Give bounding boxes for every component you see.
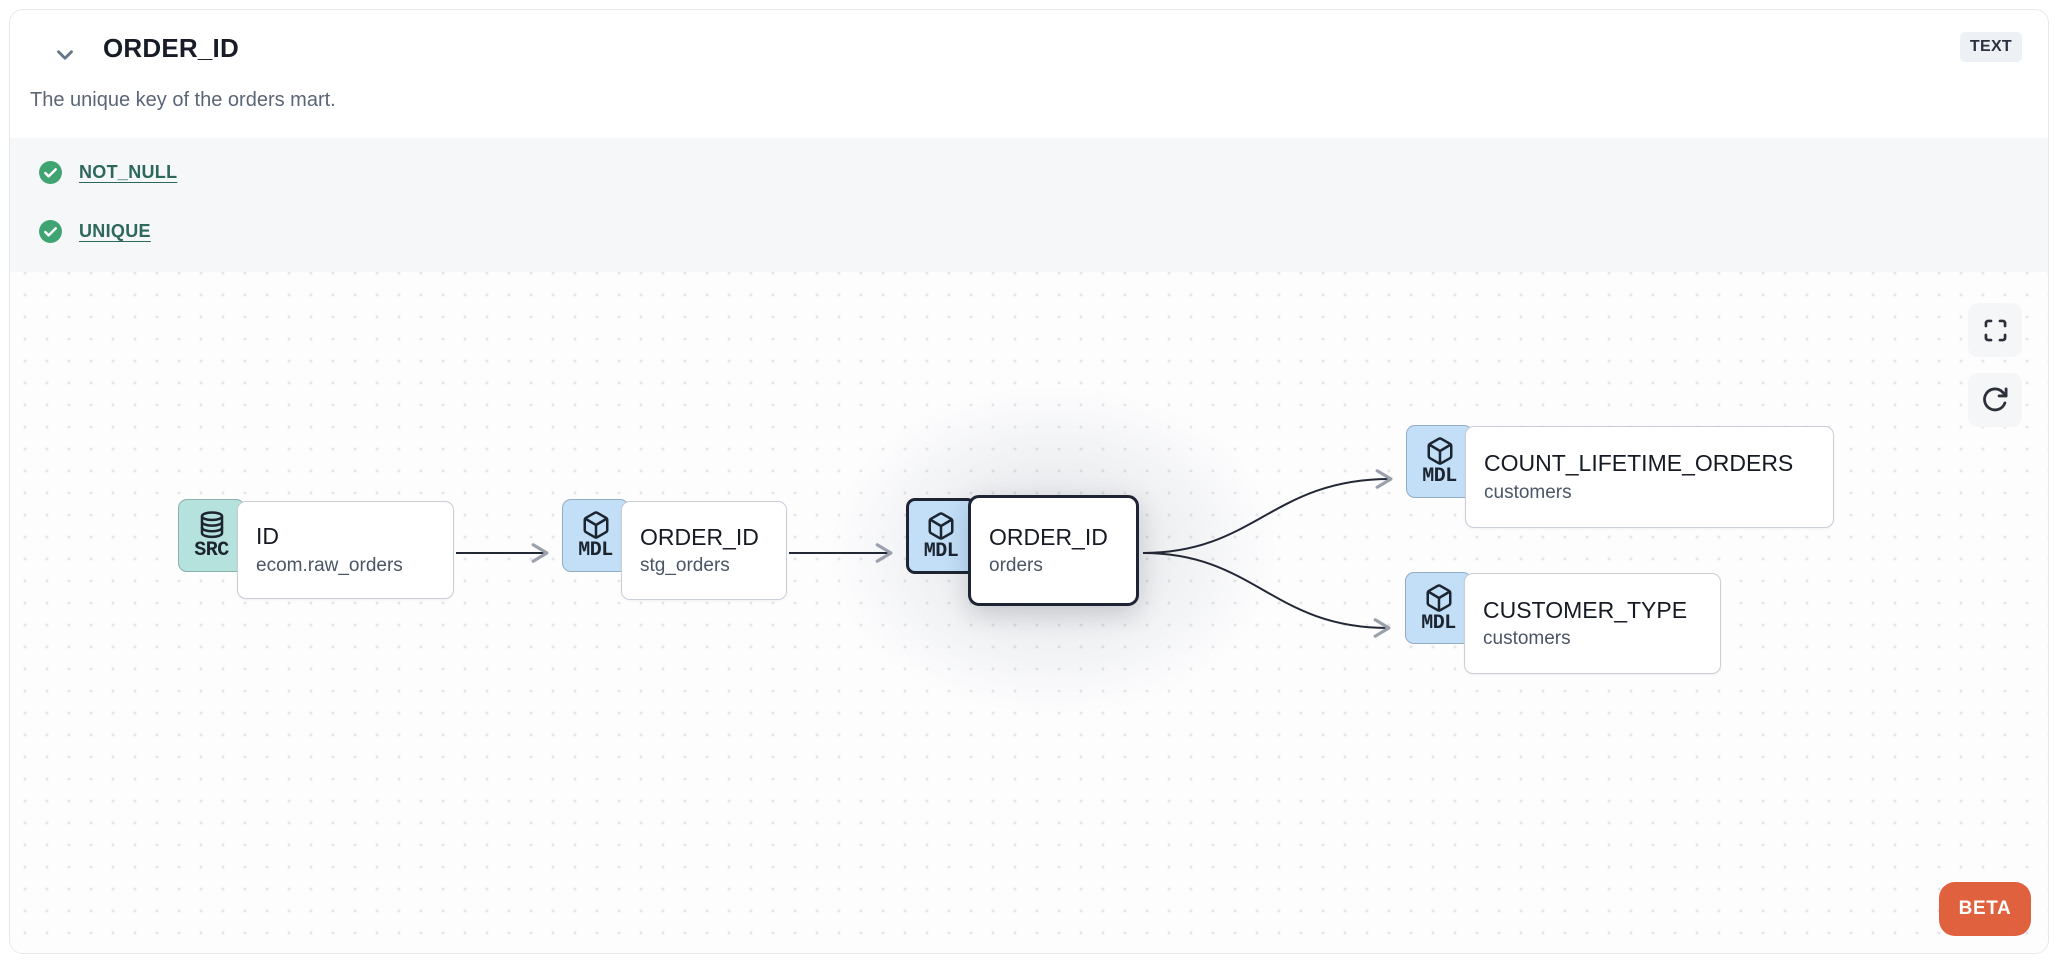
cube-icon [1425, 436, 1455, 466]
node-type-label: MDL [578, 539, 613, 562]
node-body: ORDER_ID stg_orders [621, 501, 787, 600]
lineage-edges [456, 469, 1393, 638]
node-type-badge: SRC [178, 499, 245, 572]
node-model-name: ecom.raw_orders [256, 554, 403, 576]
node-body: ID ecom.raw_orders [237, 501, 454, 599]
node-body: CUSTOMER_TYPE customers [1464, 573, 1721, 674]
check-circle-icon [38, 160, 63, 185]
column-type-badge: TEXT [1959, 32, 2022, 62]
node-column-name: COUNT_LIFETIME_ORDERS [1484, 450, 1794, 477]
node-body: COUNT_LIFETIME_ORDERS customers [1465, 426, 1834, 528]
column-title: ORDER_ID [103, 33, 239, 63]
fullscreen-button[interactable] [1968, 303, 2022, 357]
cube-icon [926, 511, 956, 541]
node-column-name: ORDER_ID [640, 523, 759, 550]
node-type-label: MDL [1421, 611, 1456, 635]
chevron-down-icon [52, 42, 78, 68]
column-details-card: ORDER_ID TEXT The unique key of the orde… [9, 9, 2049, 954]
database-icon [197, 510, 227, 540]
node-type-label: MDL [923, 539, 959, 563]
canvas-controls [1968, 303, 2022, 427]
cube-icon [581, 510, 611, 540]
test-link-unique[interactable]: UNIQUE [79, 220, 151, 241]
beta-badge: BETA [1939, 882, 2031, 936]
test-link-not-null[interactable]: NOT_NULL [79, 161, 178, 182]
lineage-canvas[interactable]: SRC ID ecom.raw_orders MDL ORDER_ID stg_… [10, 272, 2048, 953]
test-row: NOT_NULL [38, 159, 2048, 185]
tests-section: NOT_NULL UNIQUE [10, 138, 2048, 272]
cube-icon [1424, 583, 1454, 613]
header: ORDER_ID TEXT The unique key of the orde… [10, 10, 2048, 138]
collapse-toggle-button[interactable] [48, 38, 82, 72]
node-type-badge: MDL [562, 499, 629, 572]
node-type-badge: MDL [1406, 425, 1473, 498]
node-model-name: customers [1483, 628, 1571, 650]
node-column-name: CUSTOMER_TYPE [1483, 596, 1688, 623]
check-circle-icon [38, 219, 63, 244]
node-type-badge: MDL [1405, 572, 1472, 644]
refresh-button[interactable] [1968, 373, 2022, 427]
node-type-badge: MDL [906, 498, 976, 574]
node-body: ORDER_ID orders [968, 495, 1139, 606]
node-model-name: customers [1484, 481, 1572, 503]
node-type-label: MDL [1422, 465, 1457, 488]
refresh-icon [1981, 386, 2009, 414]
node-type-label: SRC [194, 539, 229, 562]
test-row: UNIQUE [38, 218, 2048, 244]
node-column-name: ID [256, 523, 279, 550]
node-model-name: orders [989, 555, 1043, 577]
node-model-name: stg_orders [640, 555, 730, 577]
column-description: The unique key of the orders mart. [30, 89, 336, 111]
node-column-name: ORDER_ID [989, 523, 1108, 550]
maximize-icon [1982, 317, 2009, 344]
